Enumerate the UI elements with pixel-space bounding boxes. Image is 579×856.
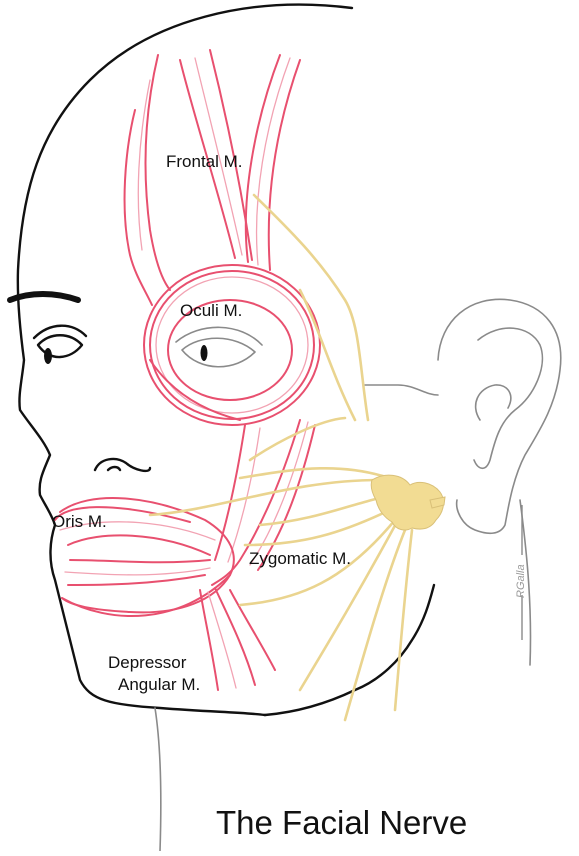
left-pupil <box>44 348 52 364</box>
oculi-muscle <box>144 265 320 425</box>
ear-inner <box>474 328 542 468</box>
ear-antihelix <box>476 385 511 420</box>
oculi-muscle-label: Oculi M. <box>180 302 242 319</box>
left-eyebrow <box>10 294 78 300</box>
diagram-title: The Facial Nerve <box>216 804 467 842</box>
depressor-label-line2: Angular M. <box>118 676 200 693</box>
temple-line <box>365 385 438 395</box>
nostril <box>108 467 120 470</box>
zygomatic-muscle-label: Zygomatic M. <box>249 550 351 567</box>
right-eye <box>182 338 255 367</box>
right-eyelid <box>176 327 262 345</box>
oris-muscle-label: Oris M. <box>52 513 107 530</box>
depressor-label-line1: Depressor <box>108 654 186 671</box>
neck-front <box>155 708 161 851</box>
head-outline <box>18 5 352 715</box>
ear-outline <box>438 299 561 533</box>
nose <box>95 459 150 471</box>
right-pupil <box>201 345 208 361</box>
frontal-muscle-label: Frontal M. <box>166 153 243 170</box>
artist-signature: RGalla <box>515 564 527 598</box>
